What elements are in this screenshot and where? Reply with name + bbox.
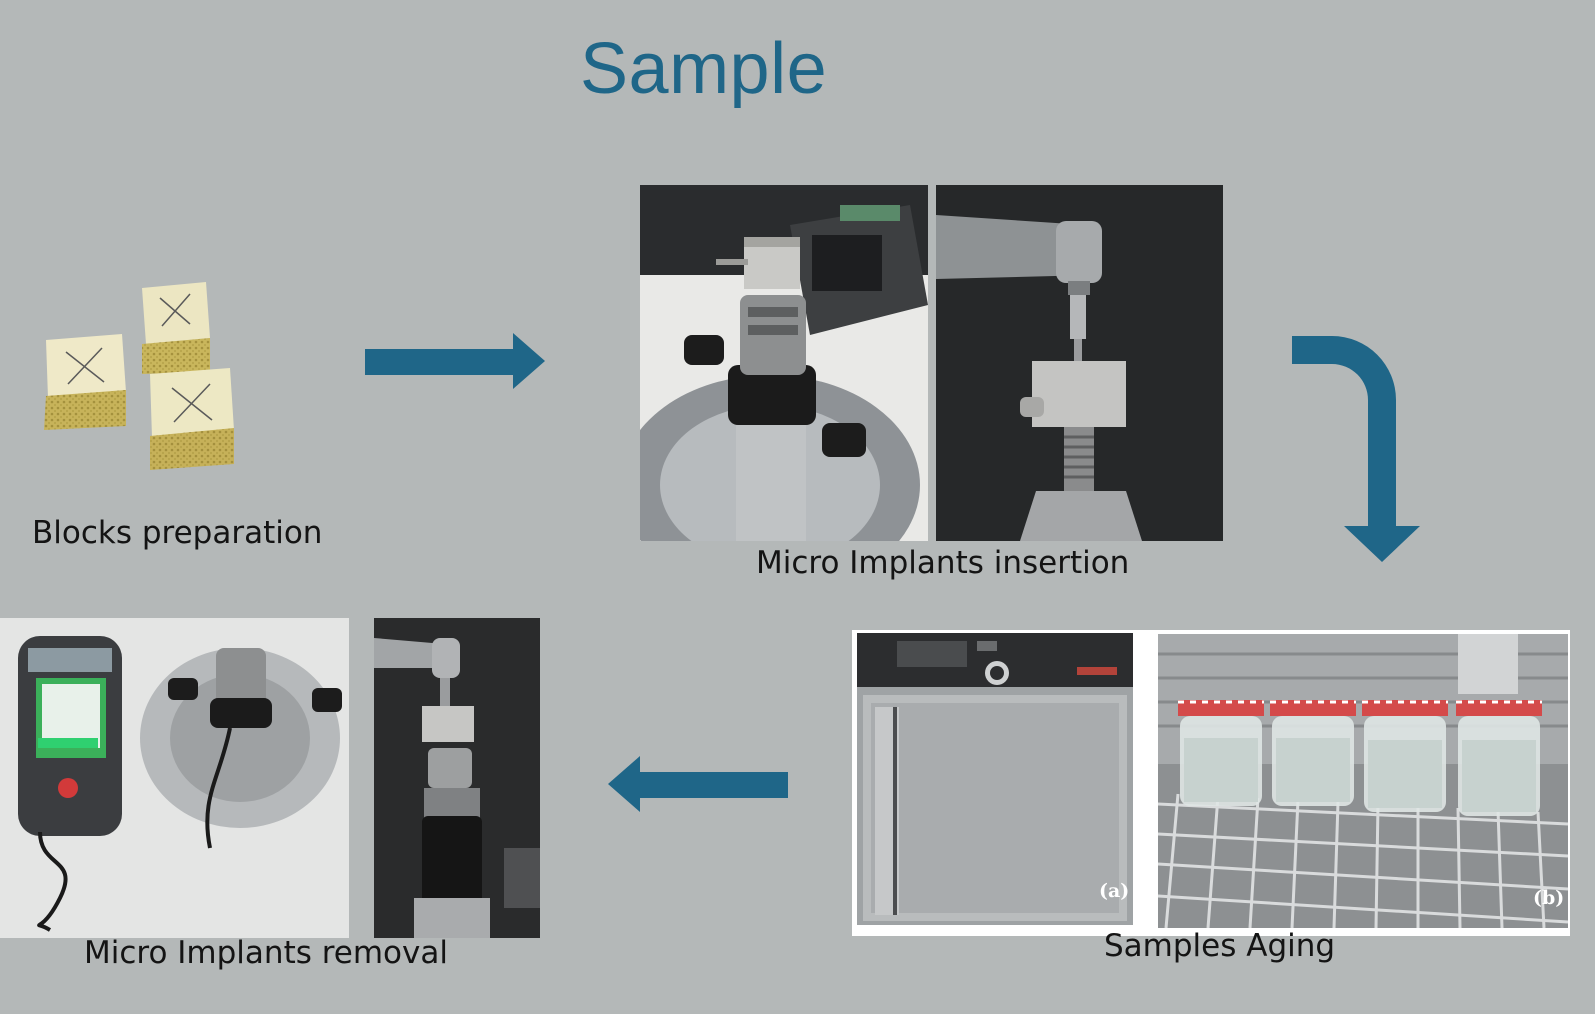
micro-implants-insertion-label: Micro Implants insertion bbox=[756, 545, 1130, 581]
aging-photo-jars bbox=[1158, 634, 1568, 928]
foam-block bbox=[150, 368, 234, 470]
arrow-left-icon bbox=[608, 756, 788, 812]
arrow-turn-down-icon bbox=[1292, 336, 1420, 562]
removal-photo-left bbox=[0, 618, 349, 938]
foam-block bbox=[142, 282, 210, 374]
aging-photo-oven bbox=[857, 633, 1133, 925]
samples-aging-label: Samples Aging bbox=[1104, 928, 1336, 964]
blocks-preparation-label: Blocks preparation bbox=[32, 515, 323, 551]
page-title: Sample bbox=[580, 29, 828, 109]
jar bbox=[1456, 700, 1542, 816]
photo-tag-a: (a) bbox=[1099, 880, 1130, 902]
insertion-photo-left bbox=[640, 185, 928, 541]
photo-tag-b: (b) bbox=[1533, 887, 1565, 909]
blocks-photo bbox=[44, 282, 234, 470]
foam-block bbox=[44, 334, 126, 430]
insertion-photo-right bbox=[936, 185, 1223, 541]
jar bbox=[1270, 700, 1356, 806]
jar bbox=[1362, 700, 1448, 812]
micro-implants-removal-label: Micro Implants removal bbox=[84, 935, 448, 971]
arrow-right-icon bbox=[365, 333, 545, 389]
removal-photo-right bbox=[374, 618, 540, 938]
jar bbox=[1178, 700, 1264, 806]
